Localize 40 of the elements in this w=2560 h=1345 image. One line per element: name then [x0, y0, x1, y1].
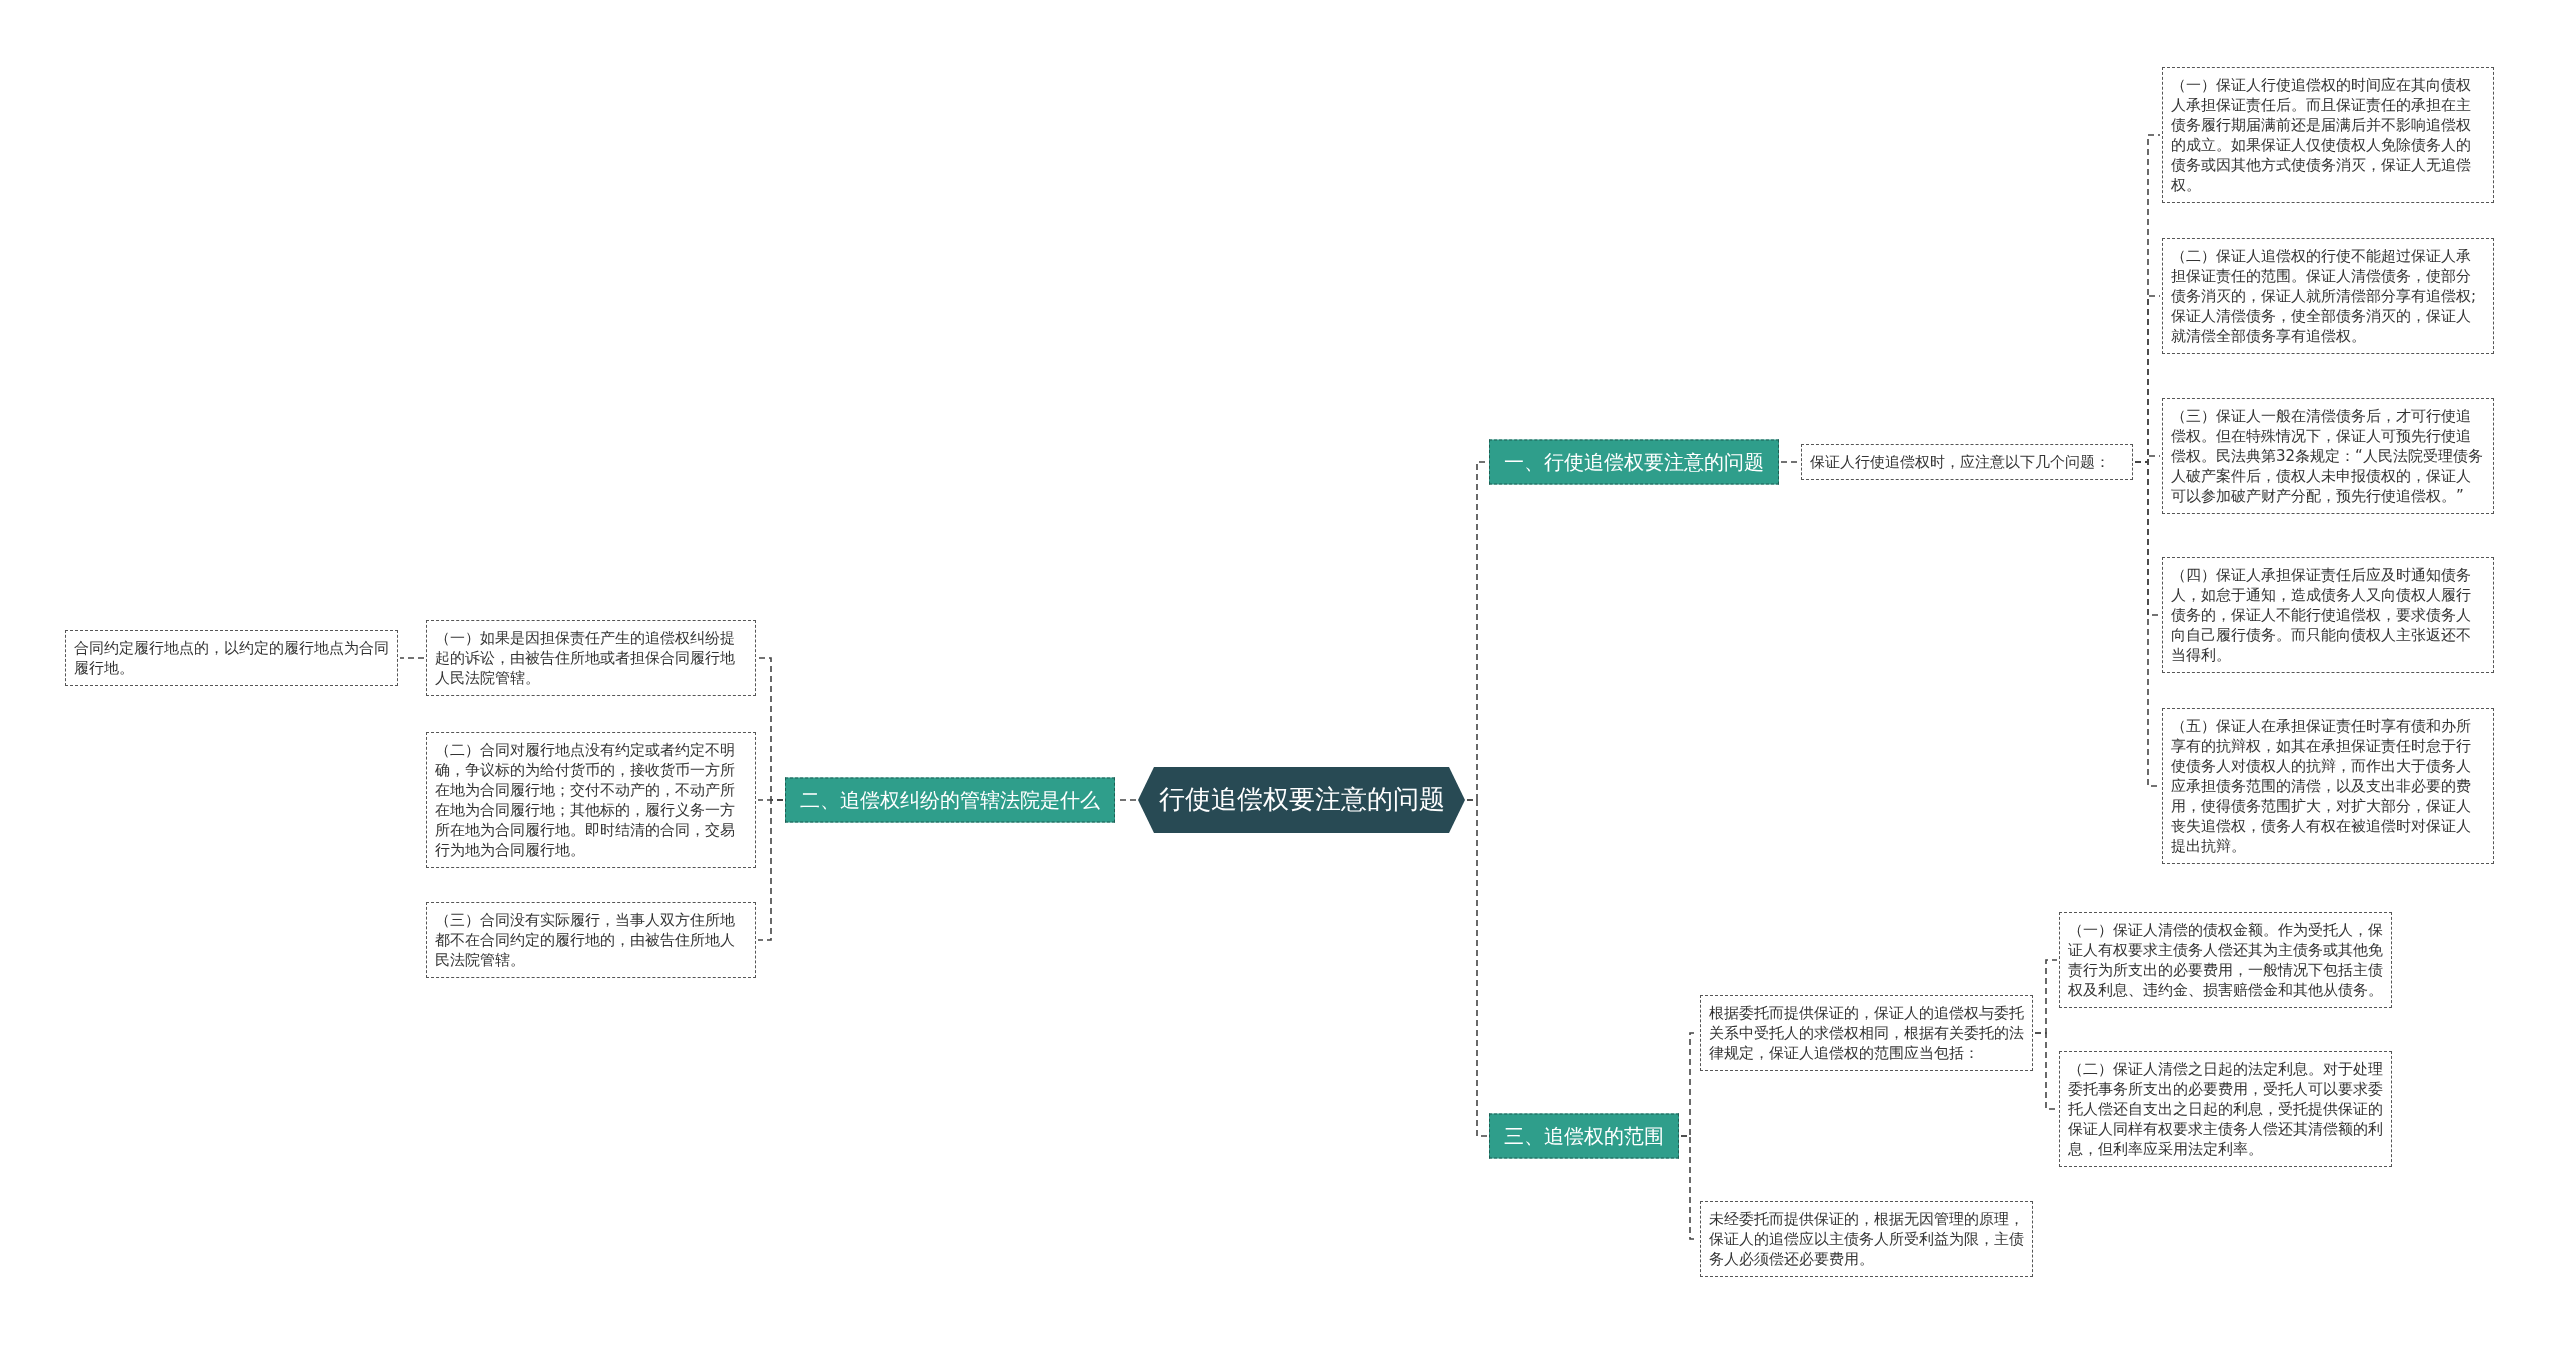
note-text: （二）保证人清偿之日起的法定利息。对于处理委托事务所支出的必要费用，受托人可以要求委托人偿还自支出之日起的利息，受托提供保证的保证人同样有权要求主债务人偿还其清偿额的利息，但利率应采用法定利率。 — [2068, 1059, 2383, 1159]
note-box — [1700, 1201, 2033, 1277]
note-text: （二）保证人追偿权的行使不能超过保证人承担保证责任的范围。保证人清偿债务，使部分债务消灭的，保证人就所清偿部分享有追偿权;保证人清偿债务，使全部债务消灭的，保证人就清偿全部债务享有追偿权。 — [2171, 246, 2478, 346]
note-box — [426, 732, 756, 868]
note-text: 保证人行使追偿权时，应注意以下几个问题： — [1810, 452, 2111, 472]
note-box — [1700, 995, 2033, 1071]
note-box — [2162, 398, 2494, 514]
note-box — [2059, 912, 2392, 1008]
note-text: （四）保证人承担保证责任后应及时通知债务人，如怠于通知，造成债务人又向债权人履行债务的，保证人不能行使追偿权，要求债务人向自己履行债务。而只能向债权人主张返还不当得利。 — [2171, 565, 2472, 665]
note-text: 合同约定履行地点的，以约定的履行地点为合同履行地。 — [74, 638, 389, 678]
branch-title: 三、追偿权的范围 — [1504, 1123, 1664, 1149]
note-text: （二）合同对履行地点没有约定或者约定不明确，争议标的为给付货币的，接收货币一方所在地为合同履行地；交付不动产的，不动产所在地为合同履行地；其他标的，履行义务一方所在地为合同履行地。即时结清的合同，交易行为地为合同履行地。 — [435, 740, 736, 860]
connector-line — [1780, 461, 1800, 463]
note-box — [2162, 67, 2494, 203]
note-text: （三）保证人一般在清偿债务后，才可行使追偿权。但在特殊情况下，保证人可预先行使追偿权。民法典第32条规定：“人民法院受理债务人破产案件后，债权人未申报债权的，保证人可以参加破产财产分配，预先行使追偿权。” — [2171, 406, 2484, 506]
note-text: （三）合同没有实际履行，当事人双方住所地都不在合同约定的履行地的，由被告住所地人民法院管辖。 — [435, 910, 736, 970]
connector-line — [399, 657, 425, 659]
note-box — [1801, 444, 2133, 480]
note-text: （五）保证人在承担保证责任时享有债和办所享有的抗辩权，如其在承担保证责任时怠于行使债务人对债权人的抗辩，而作出大于债务人应承担债务范围的清偿，以及支出非必要的费用，使得债务范围扩大，对扩大部分，保证人丧失追偿权，债务人有权在被追偿时对保证人提出抗辩。 — [2171, 716, 2472, 856]
connector-line — [757, 799, 784, 941]
connector-line — [1466, 799, 1488, 1137]
branch-topic — [1489, 1113, 1679, 1159]
note-box — [2162, 557, 2494, 673]
note-box — [2162, 238, 2494, 354]
note-box — [65, 630, 398, 686]
topic-title: 行使追偿权要注意的问题 — [1158, 784, 1445, 816]
note-text: 根据委托而提供保证的，保证人的追偿权与委托关系中受托人的求偿权相同，根据有关委托的法律规定，保证人追偿权的范围应当包括： — [1709, 1003, 2024, 1063]
note-text: （一）如果是因担保责任产生的追偿权纠纷提起的诉讼，由被告住所地或者担保合同履行地人民法院管辖。 — [435, 628, 736, 688]
note-box — [2059, 1051, 2392, 1167]
connector-line — [2034, 1032, 2058, 1110]
note-text: 未经委托而提供保证的，根据无因管理的原理，保证人的追偿应以主债务人所受利益为限，主债务人必须偿还必要费用。 — [1709, 1209, 2024, 1269]
note-text: （一）保证人清偿的债权金额。作为受托人，保证人有权要求主债务人偿还其为主债务或其他免责行为所支出的必要费用，一般情况下包括主债权及利息、违约金、损害赔偿金和其他从债务。 — [2068, 920, 2383, 1000]
note-box — [2162, 708, 2494, 864]
note-box — [426, 620, 756, 696]
branch-topic — [1489, 439, 1779, 485]
branch-topic — [785, 777, 1115, 823]
note-box — [426, 902, 756, 978]
branch-title: 二、追偿权纠纷的管辖法院是什么 — [800, 787, 1100, 813]
branch-title: 一、行使追偿权要注意的问题 — [1504, 449, 1764, 475]
note-text: （一）保证人行使追偿权的时间应在其向债权人承担保证责任后。而且保证责任的承担在主债务履行期届满前还是届满后并不影响追偿权的成立。如果保证人仅使债权人免除债务人的债务或因其他方式使债务消灭，保证人无追偿权。 — [2171, 75, 2472, 195]
